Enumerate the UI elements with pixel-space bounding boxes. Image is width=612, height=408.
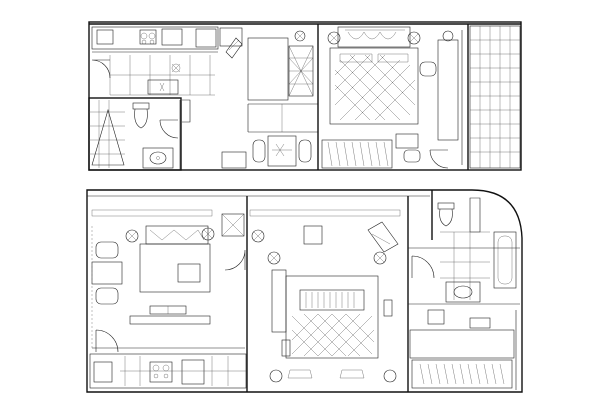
upper-coffee-table — [247, 37, 289, 101]
lower-bathtub — [493, 231, 517, 289]
upper-unit-plan — [88, 21, 522, 171]
upper-outer-wall — [88, 21, 522, 171]
lower-left-bed — [139, 243, 211, 293]
lower-closet — [409, 309, 517, 390]
upper-kitchen-floor — [109, 55, 215, 96]
upper-island — [147, 79, 179, 95]
upper-kitchen — [91, 26, 219, 53]
upper-living-area — [219, 27, 318, 169]
lower-kitchen — [89, 353, 247, 389]
upper-closet — [321, 139, 393, 169]
lower-bedroom-left — [91, 225, 246, 353]
lower-outer-wall — [86, 189, 523, 393]
lower-bedroom-main — [251, 221, 399, 383]
upper-bedroom — [321, 26, 459, 169]
upper-basin — [149, 151, 167, 165]
lower-main-bed — [285, 275, 379, 359]
lower-unit-plan — [86, 189, 523, 393]
lower-basin — [453, 285, 473, 299]
lower-bathroom — [408, 190, 520, 305]
balcony — [461, 24, 521, 170]
lower-toilet — [437, 202, 455, 210]
upper-toilet — [132, 102, 150, 110]
lower-left-table — [91, 261, 123, 285]
upper-bathroom — [88, 97, 191, 171]
upper-bed — [329, 47, 419, 125]
upper-dining-table — [267, 135, 297, 167]
